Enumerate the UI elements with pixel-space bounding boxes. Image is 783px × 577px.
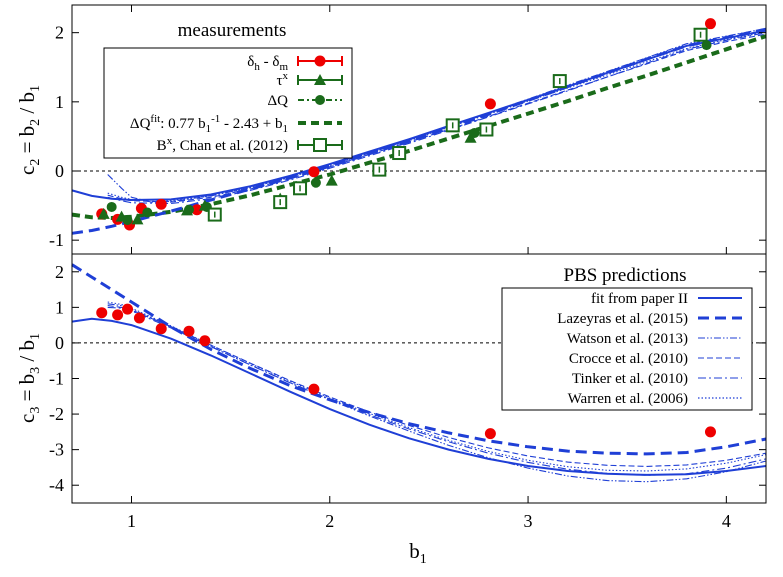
curve-top-fit2 [71,29,767,202]
bottom-ytick-label-4: 0 [55,333,64,353]
curve-bot-tin [107,306,767,476]
legend-sample-dh [297,55,343,67]
legend-sample-chan [297,138,343,152]
legend-label-dqfit: ΔQfit: 0.77 b1-1 - 2.43 + b1 [130,113,288,135]
legend-sample-dq [298,95,342,105]
curve-top-laz [71,27,767,235]
point-bot-dh3-9 [704,426,716,438]
legend-label-chan: Bx, Chan et al. (2012) [157,135,288,154]
bottom-legend-title: PBS predictions [564,265,687,286]
xtick-label-1: 2 [325,511,334,531]
point-bot-dh3-8 [484,428,496,440]
point-tau-2 [131,213,144,225]
x-axis-label: b1 [409,539,427,567]
bottom-ytick-label-5: 1 [55,297,64,317]
bottom-ytick-label-6: 2 [55,262,64,282]
top-plot-area [71,18,767,235]
xtick-label-0: 1 [127,511,136,531]
point-tau-0 [97,207,110,219]
top-legend: measurements δh - δm τx ΔQ ΔQfit: 0.77 b… [103,20,353,159]
top-ytick-label-2: 1 [55,92,64,112]
bottom-legend-box [501,287,753,411]
point-bot-dh3-3 [133,312,145,324]
top-y-axis-label: c2 = b2 / b1 [15,85,43,175]
point-dh-5 [191,204,203,216]
bottom-ytick-label-1: -3 [49,440,64,460]
point-bot-dh3-1 [112,309,124,321]
top-legend-box [103,47,353,159]
point-dq-2 [142,207,153,218]
top-legend-title: measurements [178,20,287,41]
top-ytick-label-3: 2 [55,23,64,43]
point-dq-5 [310,177,321,188]
point-dq-6 [469,127,480,138]
legend-sample-tau [297,74,343,85]
bottom-panel: -4 -3 -2 -1 0 1 2 1 2 3 4 [49,5,767,531]
point-dq-7 [701,40,712,51]
top-y-ticks: -1 0 1 2 [49,23,766,250]
curve-bot-cro [107,305,767,467]
bottom-ytick-label-3: -1 [49,369,64,389]
curve-top-war [107,31,767,202]
point-dh-6 [308,166,320,178]
point-dq-1 [122,215,133,226]
legend-label-tinker: Tinker et al. (2010) [572,371,688,387]
point-bot-dh3-2 [122,303,134,315]
point-bot-dh3-4 [155,323,167,335]
top-ytick-label-1: 0 [55,161,64,181]
curve-bot-laz [71,263,767,456]
bottom-y-ticks: -4 -3 -2 -1 0 1 2 [49,262,766,495]
legend-label-crocce: Crocce et al. (2010) [569,351,688,367]
bottom-ytick-label-0: -4 [49,475,64,495]
xtick-label-3: 4 [722,511,731,531]
point-dq-3 [183,204,194,215]
point-bot-dh3-7 [308,383,320,395]
legend-label-dq: ΔQ [268,93,289,109]
point-bot-dh3-0 [96,307,108,319]
legend-label-lazeyras: Lazeyras et al. (2015) [557,311,688,327]
top-ytick-label-0: -1 [49,230,64,250]
bottom-legend: PBS predictions fit from paper II Lazeyr… [501,265,753,411]
x-ticks: 1 2 3 4 [127,5,731,531]
point-tau-6 [325,174,338,186]
point-dh-8 [704,18,716,30]
legend-label-dh: δh - δm [247,54,288,73]
legend-label-warren: Warren et al. (2006) [568,391,688,407]
legend-label-watson: Watson et al. (2013) [567,331,688,347]
point-bot-dh3-5 [183,325,195,337]
top-panel: -1 0 1 2 [49,4,767,255]
curve-top-tin [107,32,767,205]
point-dq-0 [106,201,117,212]
curve-top-wat [107,27,767,203]
point-tau-7 [464,131,477,143]
bottom-y-axis-label: c3 = b3 / b1 [15,333,43,423]
xtick-label-2: 3 [524,511,533,531]
point-dh-4 [155,198,167,210]
legend-label-tau: τx [276,70,288,89]
bottom-ytick-label-2: -2 [49,404,64,424]
point-dh-7 [484,98,496,110]
point-bot-dh3-6 [199,335,211,347]
legend-label-fit2: fit from paper II [591,291,688,307]
